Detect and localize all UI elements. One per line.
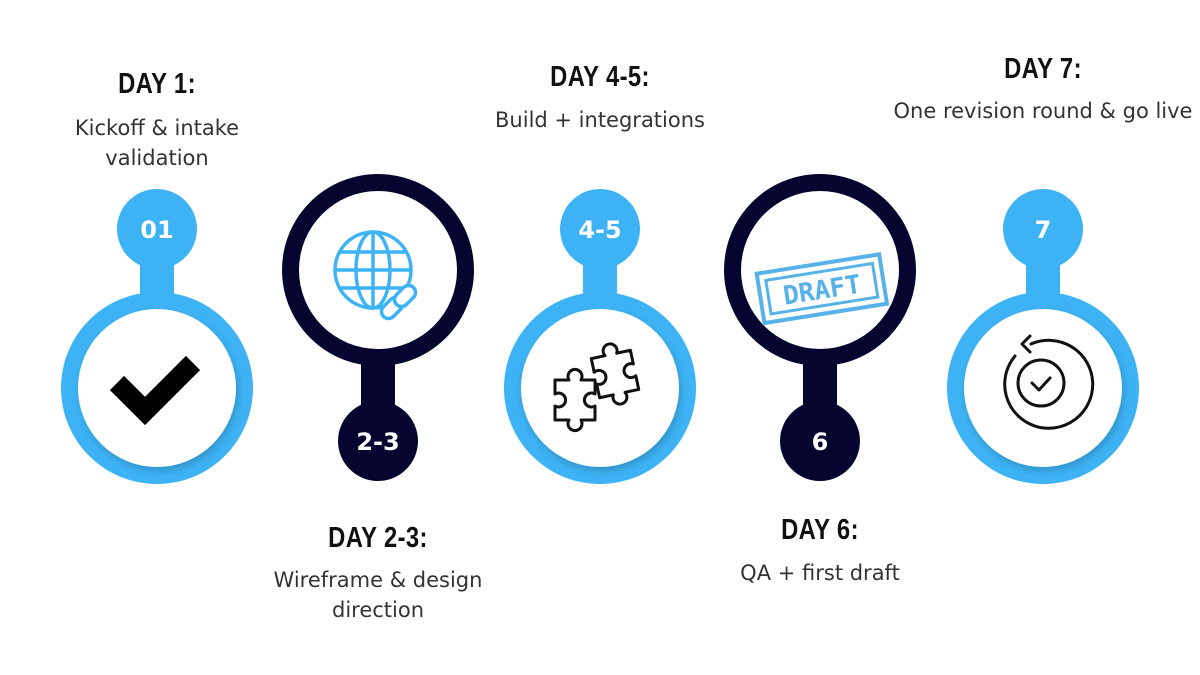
- step-1-node: 01: [61, 189, 253, 484]
- puzzle-icon: [553, 342, 641, 433]
- step-2-node: 2-3: [282, 174, 474, 481]
- step-3-description: Build + integrations: [495, 108, 705, 132]
- step-2-heading: DAY 2-3:: [328, 522, 428, 554]
- step-1-heading: DAY 1:: [118, 68, 196, 100]
- revision-cycle-icon: [1003, 334, 1095, 430]
- step-4-node: 6 DRAFT: [724, 174, 916, 481]
- step-badge: 01: [140, 216, 173, 244]
- step-5-description: One revision round & go live: [893, 99, 1193, 123]
- step-3-heading: DAY 4-5:: [550, 61, 650, 93]
- step-badge: 2-3: [356, 428, 399, 456]
- step-4-heading: DAY 6:: [781, 514, 859, 546]
- globe-link-icon: [333, 230, 418, 321]
- step-1-description: Kickoff & intake validation: [74, 116, 240, 170]
- step-3-node: 4-5: [504, 189, 696, 484]
- draft-stamp-icon: DRAFT: [754, 252, 890, 326]
- checkmark-icon: [109, 355, 201, 426]
- step-badge: 4-5: [578, 216, 621, 244]
- step-badge: 7: [1035, 216, 1052, 244]
- step-badge: 6: [812, 428, 829, 456]
- step-2-description: Wireframe & design direction: [273, 568, 483, 622]
- step-5-node: 7: [947, 189, 1139, 484]
- step-4-description: QA + first draft: [740, 561, 900, 585]
- step-5-heading: DAY 7:: [1004, 53, 1082, 85]
